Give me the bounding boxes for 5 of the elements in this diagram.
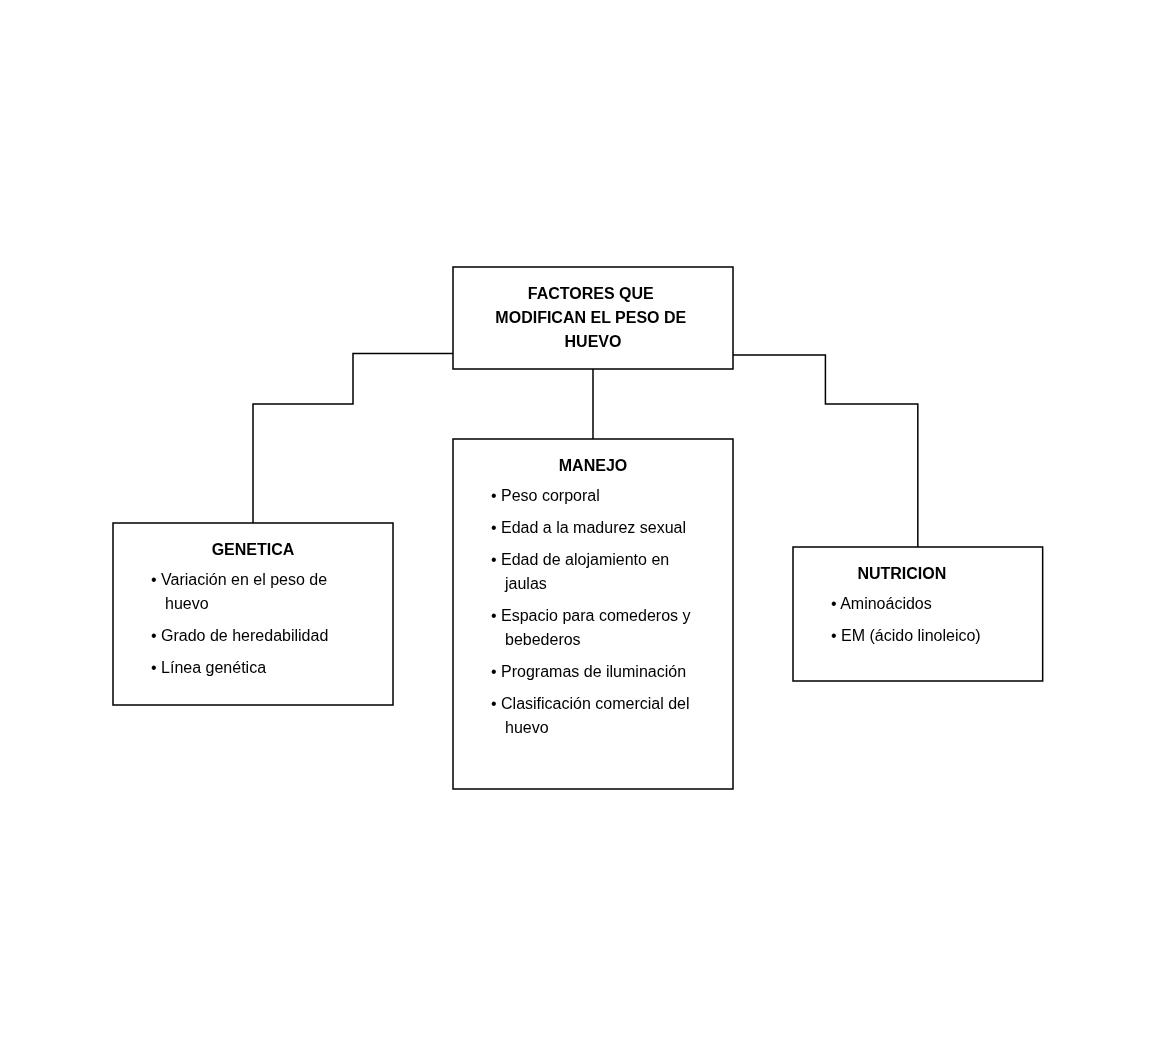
node-box: GENETICA • Variación en el peso de huevo • Grado de heredabilidad • Línea genética bbox=[111, 522, 394, 706]
connector bbox=[591, 368, 594, 440]
node-box: MANEJO • Peso corporal • Edad a la madurez sexual • Edad de alojamiento en jaulas • Espacio para comederos y bebederos • Programas de iluminación • Clasificación comercial del huevo bbox=[451, 438, 734, 790]
node-box: NUTRICION • Aminoácidos • EM (ácido linoleico) bbox=[791, 546, 1044, 682]
node-box: FACTORES QUE MODIFICAN EL PESO DE HUEVO bbox=[451, 266, 734, 370]
